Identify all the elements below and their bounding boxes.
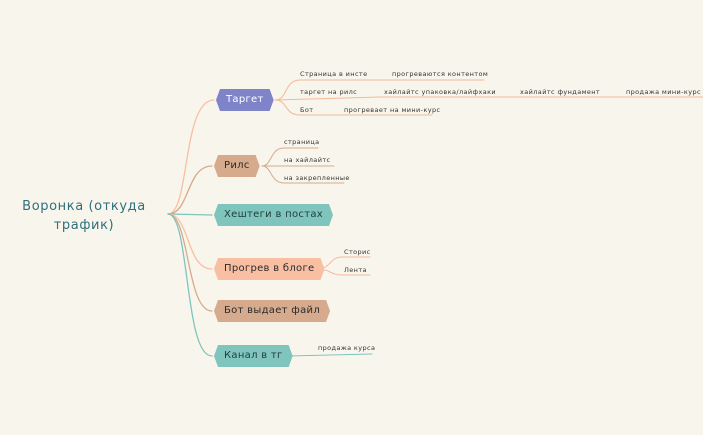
branch-hashtags-label: Хештеги в постах — [224, 209, 323, 220]
branch-channel-label: Канал в тг — [224, 350, 283, 361]
connector-root-hashtags — [167, 213, 213, 216]
leaf-highlights-packaging[interactable]: хайлайтс упаковка/лайфхаки — [384, 88, 497, 96]
branch-rils-label: Рилс — [224, 160, 250, 171]
leaf-insta-page[interactable]: Страница в инсте — [300, 70, 368, 78]
leaf-sell-course[interactable]: продажа курса — [318, 344, 376, 352]
branch-hashtags[interactable]: Хештеги в постах — [214, 204, 333, 226]
leaf-stories[interactable]: Сторис — [344, 248, 371, 256]
leaf-warmup-content[interactable]: прогреваются контентом — [392, 70, 489, 78]
leaf-bot-warmup[interactable]: прогревает на мини-курс — [344, 106, 441, 114]
connector-channel-sell — [287, 353, 373, 357]
leaf-target-rils[interactable]: таргет на рилс — [300, 88, 358, 96]
connector-root-warmup — [167, 213, 213, 270]
leaf-to-pinned[interactable]: на закрепленные — [284, 174, 350, 182]
connector-target-bot — [274, 99, 341, 116]
connector-root-channel — [167, 213, 213, 357]
connector-root-bot — [167, 213, 213, 312]
connector-rils-page — [261, 147, 319, 167]
connector-root-target — [167, 99, 215, 215]
branch-warmup-label: Прогрев в блоге — [224, 263, 315, 274]
connector-target-insta — [274, 79, 391, 101]
branch-bot-file-label: Бот выдает файл — [224, 305, 321, 316]
branch-target[interactable]: Таргет — [216, 89, 274, 111]
branch-channel[interactable]: Канал в тг — [214, 345, 293, 367]
root-topic[interactable]: Воронка (откуда трафик) — [10, 197, 158, 235]
root-topic-label: Воронка (откуда трафик) — [22, 199, 146, 233]
leaf-sell-minicourse[interactable]: продажа мини-курс — [626, 88, 701, 96]
branch-warmup[interactable]: Прогрев в блоге — [214, 258, 324, 280]
branch-target-label: Таргет — [226, 94, 264, 105]
connector-target-rils — [274, 96, 381, 101]
leaf-bot[interactable]: Бот — [300, 106, 314, 114]
leaf-feed[interactable]: Лента — [344, 266, 367, 274]
leaf-highlights-foundation[interactable]: хайлайтс фундамент — [520, 88, 601, 96]
leaf-to-highlights[interactable]: на хайлайтс — [284, 156, 331, 164]
leaf-page[interactable]: страница — [284, 138, 320, 146]
branch-bot-file[interactable]: Бот выдает файл — [214, 300, 330, 322]
connector-rils-pinned — [261, 165, 345, 184]
branch-rils[interactable]: Рилс — [214, 155, 260, 177]
connector-root-rils — [167, 165, 213, 215]
